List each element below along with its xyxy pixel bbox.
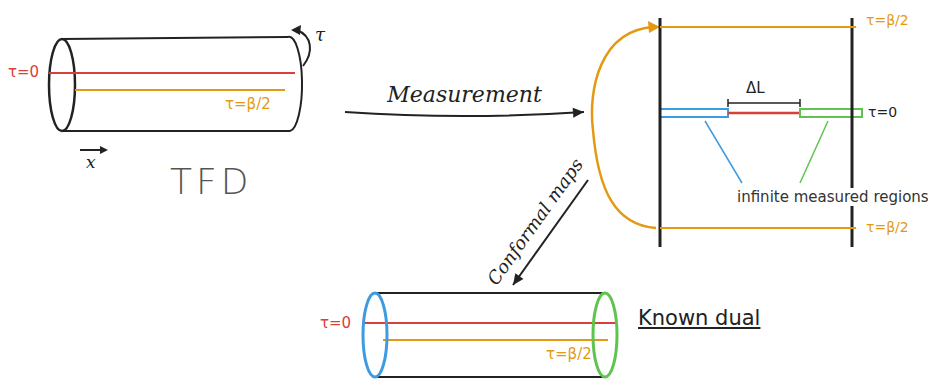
measured-strip: ΔL	[588, 15, 863, 250]
cylinder-edge	[375, 376, 605, 378]
arrowhead	[573, 108, 584, 118]
cylinder-end	[288, 37, 302, 131]
state-name: TFD	[170, 160, 252, 203]
node-label: ΔL	[746, 79, 765, 97]
cylinder-edge	[375, 292, 605, 294]
time-slice	[49, 72, 295, 74]
time-slice	[660, 26, 856, 28]
time-slice	[363, 322, 617, 324]
node-label: τ=β/2	[225, 95, 271, 113]
axis-label: τ	[315, 24, 325, 46]
cylinder-edge	[62, 37, 288, 39]
node-label: τ=0	[8, 63, 39, 81]
dimension-tick	[799, 99, 801, 107]
arrowhead	[100, 146, 108, 154]
cylinder-end	[363, 293, 387, 377]
time-slice	[383, 339, 608, 341]
time-slice	[75, 89, 285, 91]
arrowhead	[291, 25, 301, 35]
measured-region	[660, 109, 728, 117]
dimension-line	[728, 102, 800, 104]
arrowhead	[513, 273, 523, 285]
strip-edge	[659, 18, 662, 247]
node-outline	[318, 285, 628, 381]
interval-line	[728, 112, 800, 115]
cylinder-end	[593, 293, 617, 377]
time-label: τ=β/2	[866, 12, 909, 29]
node-outline	[588, 15, 863, 250]
arrowhead	[648, 21, 660, 33]
time-label: τ=β/2	[866, 219, 909, 236]
direction-arrow	[80, 149, 102, 151]
thermal-cylinder: τ=0 τ=β/2	[5, 25, 345, 140]
time-label: τ=0	[868, 104, 897, 121]
node-label: τ=0	[320, 314, 351, 332]
flow-arrow	[345, 112, 584, 116]
edge-label: Measurement	[387, 82, 542, 108]
time-slice	[660, 227, 856, 229]
node-label: τ=β/2	[546, 345, 592, 363]
annotation: Known dual	[638, 306, 760, 331]
identification-loop	[592, 27, 656, 228]
annotation: infinite measured regions	[735, 188, 928, 206]
dual-cylinder: τ=0 τ=β/2	[318, 285, 628, 381]
edge-label: Conformal maps	[483, 154, 588, 289]
leader-line	[800, 121, 828, 183]
axis-label: x	[86, 152, 96, 172]
cylinder-edge	[62, 130, 290, 132]
node-outline	[5, 25, 345, 140]
dimension-tick	[727, 99, 729, 107]
cylinder-end	[49, 39, 75, 131]
strip-edge	[851, 18, 854, 247]
leader-line	[705, 121, 742, 183]
rotation-arrow	[297, 30, 310, 66]
